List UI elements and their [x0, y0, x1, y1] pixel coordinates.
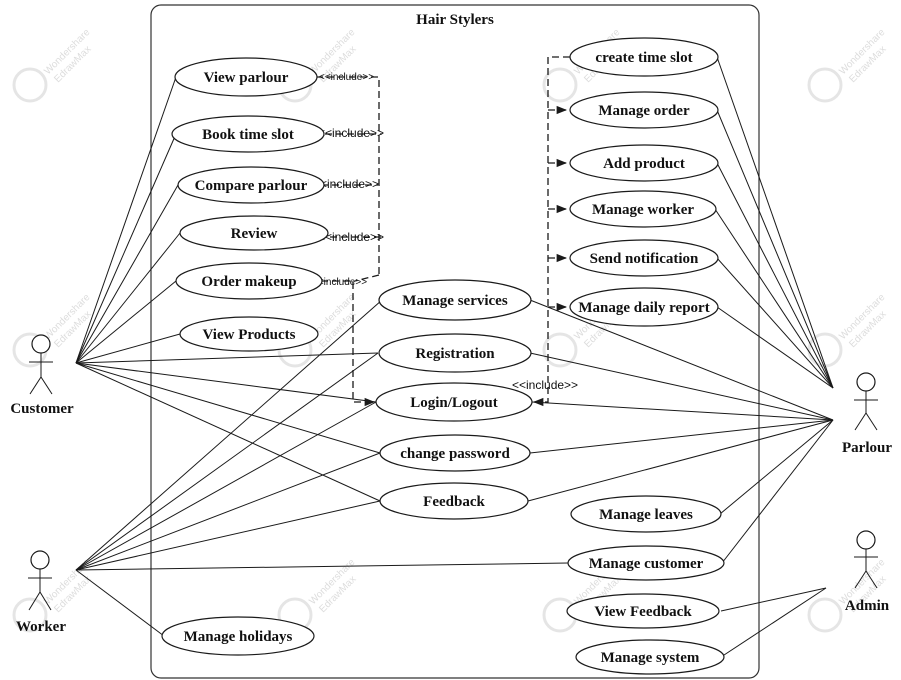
use-case-view-products[interactable]: View Products [179, 316, 319, 352]
use-case-change-password[interactable]: change password [379, 434, 531, 472]
svg-text:Manage system: Manage system [601, 650, 700, 666]
use-case-manage-leaves[interactable]: Manage leaves [570, 495, 722, 533]
use-case-manage-worker[interactable]: Manage worker [569, 190, 717, 228]
stick-figure-icon [29, 334, 53, 395]
actor-admin[interactable]: Admin [845, 530, 890, 614]
svg-text:Manage order: Manage order [598, 103, 690, 119]
include-label-book-time-slot: <<include>> [318, 126, 384, 140]
actor-label-worker: Worker [16, 619, 66, 635]
use-case-feedback[interactable]: Feedback [379, 482, 529, 520]
svg-text:Manage worker: Manage worker [592, 202, 694, 218]
svg-text:View parlour: View parlour [204, 70, 289, 86]
include-label-order-makeup: <<include>> [312, 277, 367, 288]
use-case-manage-system[interactable]: Manage system [575, 639, 725, 675]
use-case-manage-customer[interactable]: Manage customer [567, 545, 725, 581]
use-case-manage-daily-report[interactable]: Manage daily report [569, 287, 719, 327]
include-connectors-right [532, 56, 570, 407]
svg-text:Manage holidays: Manage holidays [184, 629, 293, 645]
use-case-compare-parlour[interactable]: Compare parlour [177, 166, 325, 204]
stick-figure-icon [854, 530, 878, 589]
use-case-manage-order[interactable]: Manage order [569, 91, 719, 129]
svg-text:Add product: Add product [603, 156, 685, 172]
svg-text:Manage services: Manage services [402, 293, 508, 309]
svg-text:Book time slot: Book time slot [202, 127, 294, 143]
include-label-login-logout: <<include>> [512, 378, 578, 392]
use-case-login-logout[interactable]: Login/Logout [375, 382, 533, 422]
stick-figure-icon [854, 372, 878, 431]
actor-label-customer: Customer [10, 401, 74, 417]
actor-label-admin: Admin [845, 598, 890, 614]
svg-text:create time slot: create time slot [595, 50, 692, 66]
use-case-add-product[interactable]: Add product [569, 144, 719, 182]
svg-text:Manage leaves: Manage leaves [599, 507, 693, 523]
svg-text:Send notification: Send notification [590, 251, 699, 267]
svg-text:Review: Review [231, 226, 278, 242]
use-case-view-feedback[interactable]: View Feedback [566, 593, 720, 629]
worker-associations [75, 299, 569, 637]
actor-label-parlour: Parlour [842, 440, 892, 456]
use-case-book-time-slot[interactable]: Book time slot [171, 115, 325, 153]
use-case-manage-holidays[interactable]: Manage holidays [161, 616, 315, 656]
include-label-compare-parlour: <<include>> [313, 177, 379, 191]
svg-text:Login/Logout: Login/Logout [410, 395, 498, 411]
actor-parlour[interactable]: Parlour [842, 372, 892, 456]
use-case-registration[interactable]: Registration [378, 333, 532, 373]
use-case-order-makeup[interactable]: Order makeup [175, 262, 323, 300]
use-case-create-time-slot[interactable]: create time slot [569, 37, 719, 77]
svg-text:Registration: Registration [415, 346, 495, 362]
svg-text:Feedback: Feedback [423, 494, 485, 510]
system-title: Hair Stylers [416, 12, 494, 28]
svg-text:Manage daily report: Manage daily report [578, 300, 709, 316]
watermark: Wondershare EdrawMax Wondershare EdrawMa… [12, 27, 889, 633]
include-label-review: <<include>> [318, 230, 384, 244]
customer-associations [75, 76, 381, 502]
svg-text:Manage customer: Manage customer [589, 556, 704, 572]
svg-text:View Products: View Products [203, 327, 296, 343]
svg-text:Compare parlour: Compare parlour [195, 178, 308, 194]
use-case-view-parlour[interactable]: View parlour [174, 57, 318, 97]
use-case-send-notification[interactable]: Send notification [569, 239, 719, 277]
include-label-view-parlour: <<include>> [319, 72, 374, 83]
svg-text:Order makeup: Order makeup [201, 274, 296, 290]
use-case-manage-services[interactable]: Manage services [378, 279, 532, 321]
admin-associations [720, 587, 827, 658]
svg-text:View Feedback: View Feedback [594, 604, 692, 620]
actor-worker[interactable]: Worker [16, 550, 66, 635]
actor-customer[interactable]: Customer [10, 334, 74, 417]
system-boundary [150, 4, 760, 679]
stick-figure-icon [28, 550, 52, 611]
parlour-associations [527, 56, 834, 564]
svg-text:change password: change password [400, 446, 510, 462]
use-case-review[interactable]: Review [179, 215, 329, 251]
